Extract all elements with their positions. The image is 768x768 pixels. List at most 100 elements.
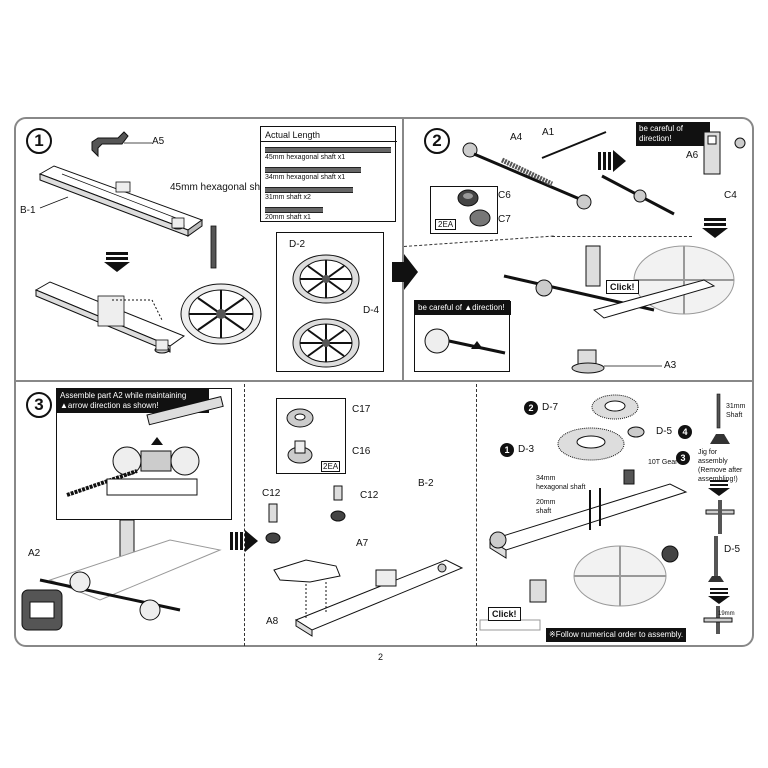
step2-dash-divider-right: [552, 236, 692, 237]
c16-c17-detail-box: 2EA: [276, 398, 346, 474]
gear-d5: [627, 426, 645, 438]
step-number-1: 1: [26, 128, 52, 154]
label-a8: A8: [266, 616, 279, 627]
gear-d2: [292, 254, 360, 304]
length-bar-34mm: [265, 167, 361, 173]
step3-main-assembly: [479, 483, 688, 631]
label-jig-note: Jig for assembly (Remove after assemblin…: [698, 449, 743, 483]
leader-a3: [604, 365, 662, 367]
length-bar-45mm: [265, 147, 391, 153]
click-badge-step2: Click!: [606, 280, 639, 294]
down-arrow-icon-jig: [708, 480, 730, 496]
length-row-34mm: 34mm hexagonal shaft x1: [265, 174, 346, 181]
note-be-careful-direction: be careful of direction!: [636, 122, 710, 146]
step3-dash-divider-left: [244, 384, 245, 646]
step3-assembly-a2: [21, 519, 222, 631]
label-a4: A4: [510, 132, 523, 143]
step-divider-horizontal: [14, 380, 754, 382]
order-badge-4: 4: [678, 425, 692, 439]
label-a6: A6: [686, 150, 699, 161]
label-45mm-shaft: 45mm hexagonal shaft: [170, 182, 272, 193]
jig-final: [703, 606, 733, 634]
part-a3-base: [571, 349, 605, 374]
label-c17: C17: [352, 404, 371, 415]
label-34mm-shaft: 34mm hexagonal shaft: [536, 475, 586, 491]
step2-axle-assembled: [601, 174, 675, 216]
step-divider-vertical: [402, 119, 404, 380]
gear-d3: [557, 427, 625, 461]
qty-badge-c16-c17: 2EA: [321, 461, 341, 472]
label-d5: D-5: [656, 426, 673, 437]
next-step-arrow-icon: [392, 254, 418, 290]
a2-detail-drawing: [66, 396, 224, 497]
order-badge-2: 2: [524, 401, 538, 415]
part-c6: [457, 189, 479, 207]
part-c16: [287, 440, 313, 464]
length-row-31mm: 31mm shaft x2: [265, 194, 311, 201]
label-a5: A5: [152, 136, 165, 147]
click-badge-step3: Click!: [488, 607, 521, 621]
part-c12-right: [330, 485, 346, 522]
part-c4-pin: [734, 137, 746, 149]
shaft-45mm: [210, 225, 217, 269]
direction-detail-drawing: [424, 328, 506, 355]
label-c4: C4: [724, 190, 737, 201]
label-19mm: 19mm: [718, 611, 735, 617]
label-10t-gear: 10T Gear: [648, 459, 678, 466]
shaft-a1: [541, 131, 607, 159]
label-b2: B-2: [418, 478, 434, 489]
order-badge-3: 3: [676, 451, 690, 465]
actual-length-box: Actual Length 45mm hexagonal shaft x1 34…: [260, 126, 397, 222]
label-a3: A3: [664, 360, 677, 371]
step1-assembly-frame: [34, 281, 186, 354]
jig-result: [708, 536, 724, 582]
gear-detail-box: D-2 D-4: [276, 232, 384, 372]
part-a6-bracket: [703, 131, 721, 175]
leader-b1: [39, 196, 69, 209]
label-a7: A7: [356, 538, 369, 549]
down-arrow-icon: [104, 252, 130, 272]
step-number-2: 2: [424, 128, 450, 154]
length-bar-20mm: [265, 207, 323, 213]
step2-main-assembly: [503, 245, 735, 319]
leader-a5: [124, 142, 152, 144]
a2-detail-box: Assemble part A2 while maintaining ▲arro…: [56, 388, 232, 520]
triple-arrow-icon: [598, 150, 626, 172]
label-d3: D-3: [518, 444, 535, 455]
note-follow-order: ※Follow numerical order to assembly.: [546, 628, 687, 642]
gear-d7: [591, 394, 639, 420]
label-a2: A2: [28, 548, 41, 559]
label-d7: D-7: [542, 402, 559, 413]
triple-arrow-icon-step3: [230, 530, 258, 552]
jig-column: 31mm Shaft Jig for assembly (Remove afte…: [694, 384, 748, 642]
part-b1-frame: [38, 165, 204, 237]
label-d4: D-4: [363, 305, 380, 316]
label-c7: C7: [498, 214, 511, 225]
down-arrow-icon-jig-2: [708, 588, 730, 604]
direction-detail-box: be careful of ▲direction!: [414, 300, 511, 372]
length-row-20mm: 20mm shaft x1: [265, 214, 311, 221]
step1-gear-wheel: [180, 283, 262, 345]
label-d2: D-2: [289, 239, 306, 250]
label-a1: A1: [542, 127, 555, 138]
order-badge-1: 1: [500, 443, 514, 457]
label-31mm-shaft: 31mm Shaft: [726, 403, 746, 419]
part-a5-bracket: [91, 131, 129, 158]
label-d5-jig: D-5: [724, 544, 741, 555]
instruction-sheet-frame: [14, 117, 754, 647]
shaft-31mm: [716, 393, 721, 429]
label-c6: C6: [498, 190, 511, 201]
actual-length-title: Actual Length: [265, 130, 321, 140]
gear-d4: [292, 318, 360, 368]
down-arrow-icon-step2: [702, 218, 728, 238]
c6-c7-detail-box: 2EA: [430, 186, 498, 234]
step2-axle-a4: [462, 142, 592, 210]
label-c16: C16: [352, 446, 371, 457]
label-c12-right: C12: [360, 490, 379, 501]
part-c12-left: [265, 503, 281, 544]
step3-frame-b2-assembly: [273, 559, 464, 637]
qty-badge-c6-c7: 2EA: [435, 219, 457, 230]
page-number: 2: [378, 652, 384, 662]
length-row-45mm: 45mm hexagonal shaft x1: [265, 154, 346, 161]
part-c17: [286, 408, 314, 428]
